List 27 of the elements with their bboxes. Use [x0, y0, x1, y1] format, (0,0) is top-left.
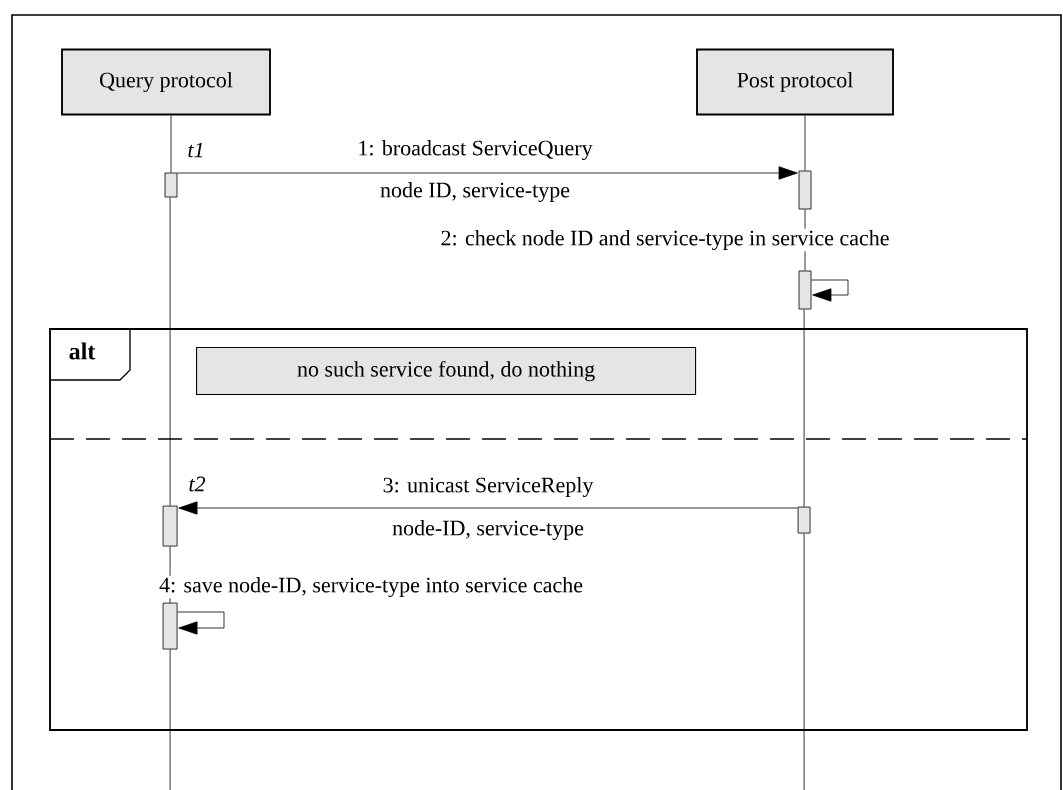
activation-bar	[162, 602, 178, 650]
message-label: 2: check node ID and service-type in service cache	[439, 228, 891, 252]
time-mark: t1	[186, 141, 206, 159]
lifeline	[169, 197, 171, 507]
note-box: no such service found, do nothing	[196, 347, 697, 396]
lifeline	[170, 115, 172, 173]
self-message-arrow	[177, 611, 225, 635]
message-label: 4: save node-ID, service-type into service cache	[157, 575, 585, 599]
activation-bar	[164, 172, 178, 198]
message-label: 1: broadcast ServiceQuery	[356, 138, 594, 162]
activation-bar	[798, 170, 812, 210]
activation-bar	[797, 506, 811, 534]
lifeline	[169, 649, 171, 790]
parameter-label: node ID, service-type	[378, 180, 572, 204]
lifeline-head-box: Query protocol	[61, 48, 271, 116]
self-message-arrow	[811, 279, 849, 302]
message-arrow	[177, 166, 798, 180]
activation-bar	[162, 505, 178, 547]
message-arrow	[178, 501, 799, 515]
lifeline	[803, 309, 805, 508]
lifeline	[803, 533, 805, 790]
parameter-label: node-ID, service-type	[390, 518, 586, 542]
message-label: 3: unicast ServiceReply	[381, 475, 595, 499]
lifeline	[804, 115, 806, 171]
activation-bar	[798, 270, 812, 310]
lifeline-head-box: Post protocol	[696, 48, 894, 116]
time-mark: t2	[187, 475, 207, 493]
